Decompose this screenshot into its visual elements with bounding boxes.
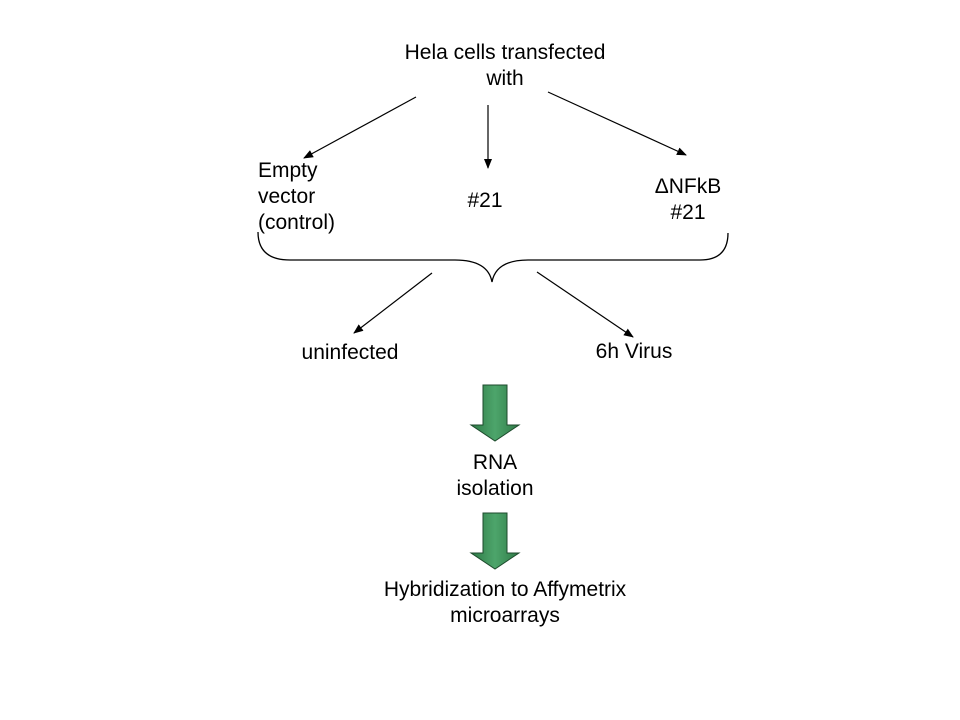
uninfected-line-1: uninfected [301,341,399,364]
arrow-to-6h-virus [536,271,634,338]
hybridization-label: Hybridization to Affymetrix microarrays [330,577,680,629]
virus-6h-label: 6h Virus [552,339,716,365]
arrow-to-uninfected [353,272,433,334]
empty-vector-label: Empty vector (control) [258,158,378,236]
block-arrow-to-rna-isolation [469,384,521,442]
hybridization-line-1: Hybridization to Affymetrix [383,578,627,601]
rna-isolation-label: RNA isolation [400,450,590,502]
construct-21-label: #21 [432,188,538,214]
arrow-root-to-dnfkb [547,91,687,156]
empty-vector-line-2: vector [258,185,316,208]
empty-vector-line-3: (control) [258,211,336,234]
virus-6h-line-1: 6h Virus [595,340,673,363]
dnfkb-21-line-2: #21 [670,201,706,224]
root-label-line-2: with [486,67,524,90]
root-label: Hela cells transfected with [342,40,668,92]
empty-vector-line-1: Empty [258,159,318,182]
arrow-root-to-empty-vector [303,96,417,159]
rna-isolation-line-2: isolation [456,477,534,500]
block-arrow-to-hybridization [469,512,521,570]
hybridization-line-2: microarrays [450,604,560,627]
rna-isolation-line-1: RNA [472,451,518,474]
grouping-brace [257,231,729,283]
dnfkb-21-line-1: ΔNFkB [654,175,722,198]
dnfkb-21-label: ΔNFkB #21 [620,174,756,226]
construct-21-line-1: #21 [467,189,503,212]
root-label-line-1: Hela cells transfected [404,41,606,64]
uninfected-label: uninfected [262,340,438,366]
